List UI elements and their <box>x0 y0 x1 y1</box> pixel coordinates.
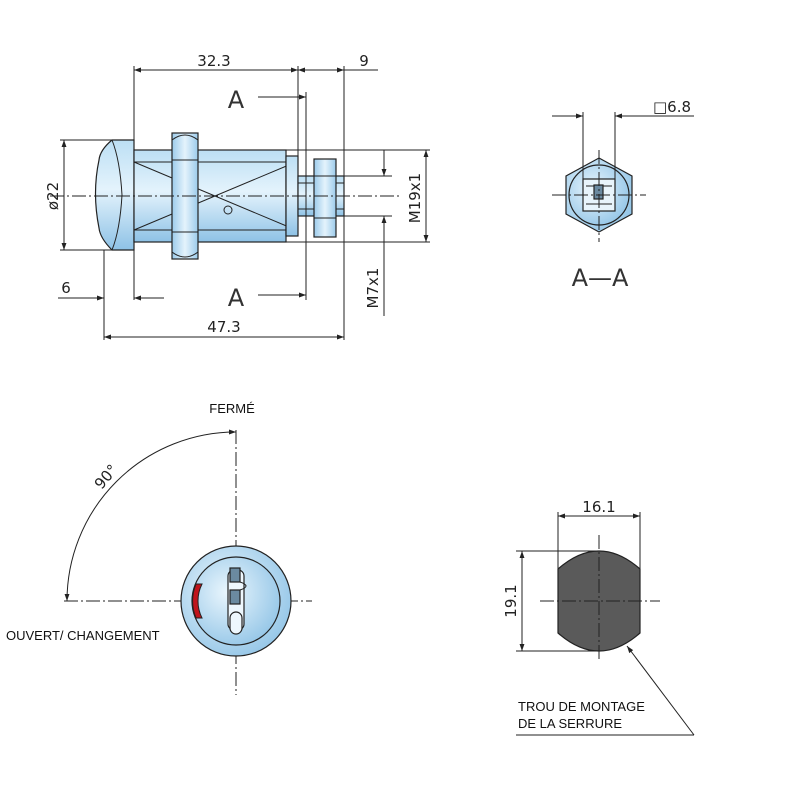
open-label: OUVERT/ CHANGEMENT <box>6 628 160 643</box>
closed-label: FERMÉ <box>209 401 255 416</box>
side-view <box>50 132 400 260</box>
dim-hole-width: 16.1 <box>582 498 615 516</box>
dim-square-drive: □6.8 <box>653 98 691 116</box>
dim-length-top: 32.3 <box>197 52 230 70</box>
section-view-label: A—A <box>572 264 629 292</box>
dimension-extensions <box>60 66 430 340</box>
front-view: 90° FERMÉ OUVERT/ CHANGEMENT <box>6 401 312 695</box>
dim-nut-offset: 9 <box>359 52 369 70</box>
dim-overall-length: 47.3 <box>207 318 240 336</box>
rotation-angle: 90° <box>91 461 122 493</box>
dim-hole-height: 19.1 <box>502 584 520 617</box>
dim-flange-diameter: ø22 <box>44 182 62 210</box>
lock-cap <box>94 139 135 251</box>
mounting-hole-view: 16.1 19.1 TROU DE MONTAGE DE LA SERRURE <box>502 498 695 736</box>
section-view: □6.8 A—A <box>552 98 694 292</box>
dim-flange-width: 6 <box>61 279 71 297</box>
dim-end-thread: M7x1 <box>364 268 382 309</box>
key-pin-hole <box>223 205 233 215</box>
rotation-arc <box>64 429 237 602</box>
dim-main-thread: M19x1 <box>406 173 424 223</box>
hole-label-line1: TROU DE MONTAGE <box>518 699 645 714</box>
section-marker-top: A <box>228 86 245 114</box>
section-marker-bottom: A <box>228 284 245 312</box>
hole-label-line2: DE LA SERRURE <box>518 716 622 731</box>
end-nut <box>313 158 337 238</box>
open-indicator <box>192 583 203 619</box>
